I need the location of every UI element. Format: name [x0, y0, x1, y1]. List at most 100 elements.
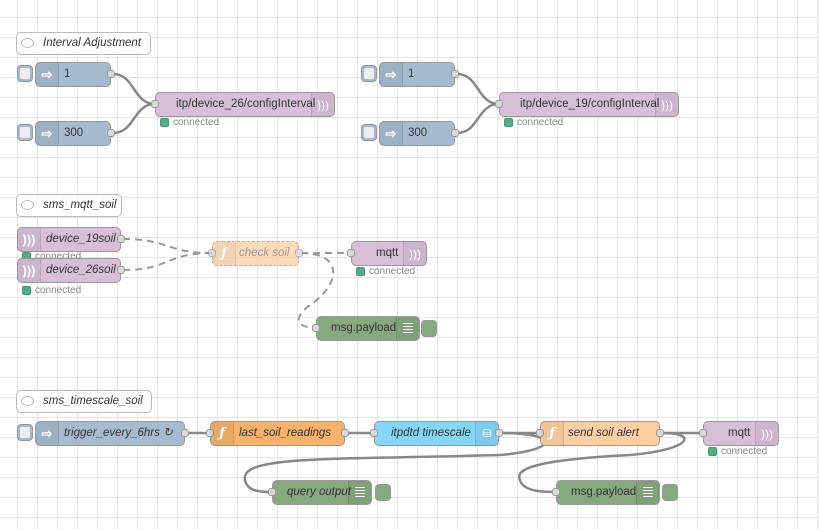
mqtt-out-node-device-26[interactable]: itp/device_26/configInterval )))	[151, 92, 335, 117]
wire	[456, 102, 500, 135]
inject-node-trigger-every-6hrs[interactable]: ⇨ trigger_every_6hrs ↻	[35, 421, 189, 446]
output-port[interactable]	[107, 129, 115, 137]
status-text: connected	[173, 117, 220, 128]
debug-node-msg-payload[interactable]: msg.payload	[312, 316, 420, 341]
status-text: connected	[517, 117, 564, 128]
wire-dashed	[122, 238, 213, 254]
wifi-icon: )))	[18, 228, 41, 251]
output-port[interactable]	[117, 266, 125, 274]
node-label: last_soil_readings	[239, 427, 332, 439]
status-connected: connected	[22, 285, 81, 296]
input-port[interactable]	[370, 429, 378, 437]
wire-dashed	[122, 252, 213, 271]
node-label: 300	[408, 127, 428, 139]
input-port[interactable]	[206, 429, 214, 437]
mqtt-out-node[interactable]: mqtt )))	[699, 421, 779, 446]
comment-label: Interval Adjustment	[43, 37, 142, 49]
status-connected: connected	[356, 266, 415, 277]
mqtt-out-node[interactable]: mqtt )))	[347, 241, 427, 266]
node-label: 1	[408, 68, 415, 80]
debug-node-query-output[interactable]: query output	[268, 480, 372, 505]
wire	[456, 72, 500, 106]
wire	[112, 72, 156, 106]
wifi-icon: )))	[403, 242, 426, 265]
mqtt-in-node-device-19soil[interactable]: ))) device_19soil	[17, 227, 125, 252]
node-label: mqtt	[376, 247, 399, 259]
node-label: query output	[287, 486, 351, 498]
input-port[interactable]	[699, 429, 707, 437]
status-text: connected	[35, 285, 82, 296]
status-text: connected	[369, 266, 416, 277]
function-node-last-soil-readings[interactable]: ƒ last_soil_readings	[206, 421, 349, 446]
status-dot-icon	[708, 447, 717, 456]
node-label: itp/device_26/configInterval	[176, 98, 316, 110]
function-icon: ƒ	[211, 422, 234, 445]
input-port[interactable]	[552, 488, 560, 496]
debug-toggle-button[interactable]	[421, 320, 437, 337]
status-dot-icon	[160, 118, 169, 127]
node-label: device_19soil	[46, 233, 116, 245]
inject-node-1[interactable]: ⇨ 1	[35, 62, 115, 87]
status-dot-icon	[504, 118, 513, 127]
comment-interval-adjustment[interactable]: Interval Adjustment	[16, 32, 151, 55]
comment-sms-mqtt-soil[interactable]: sms_mqtt_soil	[16, 194, 122, 217]
wifi-icon: )))	[755, 422, 778, 445]
node-label: itpdtd timescale	[391, 427, 471, 439]
mqtt-out-node-device-19[interactable]: itp/device_19/configInterval )))	[495, 92, 679, 117]
database-node-itpdtd-timescale[interactable]: itpdtd timescale ⛁	[370, 421, 503, 446]
inject-button[interactable]	[17, 124, 33, 141]
node-label: trigger_every_6hrs ↻	[64, 427, 173, 439]
inject-node-300[interactable]: ⇨ 300	[379, 121, 459, 146]
output-port[interactable]	[495, 429, 503, 437]
wifi-icon: )))	[311, 93, 334, 116]
status-connected: connected	[160, 117, 219, 128]
function-node-check-soil[interactable]: ƒ check soil	[208, 241, 303, 266]
wifi-icon: )))	[18, 259, 41, 282]
inject-button[interactable]	[361, 65, 377, 82]
inject-button[interactable]	[17, 424, 33, 441]
arrow-right-icon: ⇨	[380, 122, 403, 145]
function-icon: ƒ	[541, 422, 564, 445]
debug-toggle-button[interactable]	[375, 484, 391, 501]
comment-sms-timescale-soil[interactable]: sms_timescale_soil	[16, 390, 152, 413]
list-icon	[396, 317, 419, 340]
debug-node-msg-payload[interactable]: msg.payload	[552, 480, 660, 505]
node-label: mqtt	[728, 427, 751, 439]
output-port[interactable]	[295, 249, 303, 257]
function-icon: ƒ	[213, 242, 236, 265]
inject-button[interactable]	[17, 65, 33, 82]
mqtt-in-node-device-26soil[interactable]: ))) device_26soil	[17, 258, 125, 283]
input-port[interactable]	[151, 100, 159, 108]
inject-node-1[interactable]: ⇨ 1	[379, 62, 459, 87]
arrow-right-icon: ⇨	[380, 63, 403, 86]
output-port[interactable]	[451, 129, 459, 137]
input-port[interactable]	[312, 324, 320, 332]
output-port[interactable]	[341, 429, 349, 437]
input-port[interactable]	[536, 429, 544, 437]
arrow-right-icon: ⇨	[36, 422, 59, 445]
comment-icon	[21, 38, 34, 48]
input-port[interactable]	[208, 249, 216, 257]
comment-label: sms_mqtt_soil	[43, 199, 117, 211]
input-port[interactable]	[268, 488, 276, 496]
node-label: msg.payload	[571, 486, 637, 498]
output-port[interactable]	[117, 235, 125, 243]
output-port[interactable]	[451, 70, 459, 78]
status-text: connected	[721, 446, 768, 457]
list-icon	[348, 481, 371, 504]
status-connected: connected	[504, 117, 563, 128]
inject-node-300[interactable]: ⇨ 300	[35, 121, 115, 146]
output-port[interactable]	[181, 429, 189, 437]
input-port[interactable]	[347, 249, 355, 257]
output-port[interactable]	[107, 70, 115, 78]
inject-button[interactable]	[361, 124, 377, 141]
node-label: check soil	[239, 247, 290, 259]
node-label: 300	[64, 127, 84, 139]
status-connected: connected	[708, 446, 767, 457]
comment-icon	[21, 200, 34, 210]
input-port[interactable]	[495, 100, 503, 108]
output-port[interactable]	[656, 429, 664, 437]
function-node-send-soil-alert[interactable]: ƒ send soil alert	[536, 421, 664, 446]
debug-toggle-button[interactable]	[662, 484, 678, 501]
status-text: connected	[35, 251, 82, 262]
